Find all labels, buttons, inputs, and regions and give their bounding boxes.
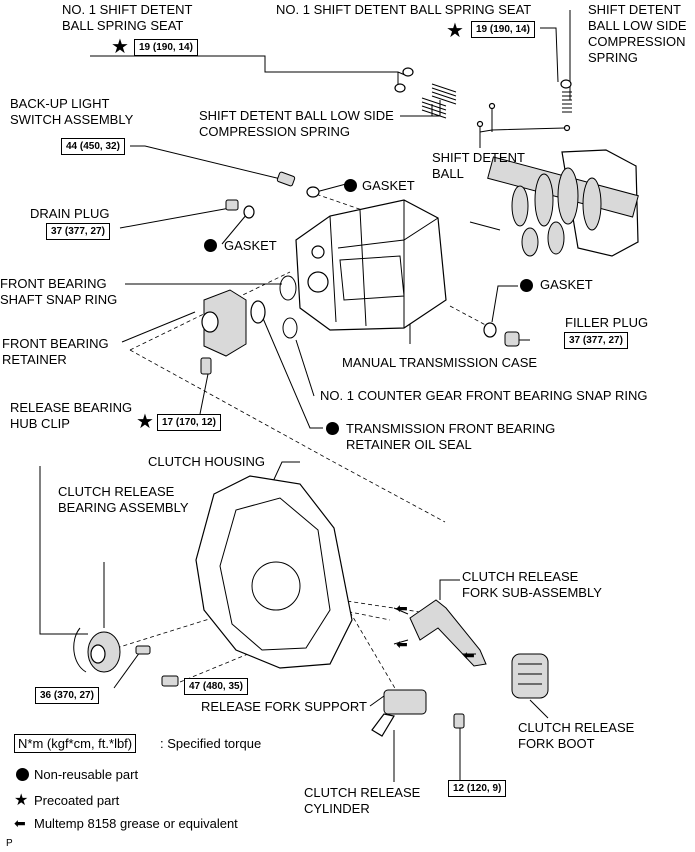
leader-boot <box>529 699 549 719</box>
torque-spring-seat-right: 19 (190, 14) <box>471 21 535 38</box>
legend-torque-box: N*m (kgf*cm, ft.*lbf) <box>14 734 137 753</box>
leader-retainer <box>121 311 196 343</box>
legend-dot-icon <box>16 768 29 781</box>
leader-gasket-2 <box>221 213 248 245</box>
filler-plug-part <box>483 322 520 347</box>
label-drain-plug: DRAIN PLUG <box>30 206 110 221</box>
leader-detent-ball-2 <box>479 127 566 133</box>
dash-upper-to-housing <box>129 349 446 523</box>
label-fork-boot: CLUTCH RELEASE FORK BOOT <box>518 720 635 751</box>
precoat-star-icon: ★ <box>446 20 464 42</box>
torque-filler-plug: 37 (377, 27) <box>564 332 628 349</box>
label-hub-clip: RELEASE BEARING HUB CLIP <box>10 400 133 431</box>
non-reusable-dot-icon <box>520 279 533 292</box>
leader-backup <box>130 145 286 181</box>
legend-non-reusable: Non-reusable part <box>34 767 139 782</box>
leader-retainer-torque <box>199 373 209 415</box>
clutch-housing-drawing <box>195 475 353 669</box>
legend-torque-desc: : Specified torque <box>160 736 262 751</box>
label-spring-seat-left: NO. 1 SHIFT DETENT BALL SPRING SEAT <box>62 2 193 33</box>
label-release-fork: CLUTCH RELEASE FORK SUB-ASSEMBLY <box>462 569 602 600</box>
grease-arrow-icon: ⬅ <box>463 647 475 663</box>
torque-drain-plug: 37 (377, 27) <box>46 223 110 240</box>
label-release-bearing: CLUTCH RELEASE BEARING ASSEMBLY <box>58 484 189 515</box>
torque-fork-support: 47 (480, 35) <box>184 678 248 695</box>
precoat-star-icon: ★ <box>136 411 154 433</box>
leader-fork <box>439 579 460 600</box>
label-detent-ball: SHIFT DETENT BALL <box>432 150 525 181</box>
corner-mark: P <box>6 838 13 849</box>
label-backup-light: BACK-UP LIGHT SWITCH ASSEMBLY <box>10 96 134 127</box>
label-oil-seal: TRANSMISSION FRONT BEARING RETAINER OIL … <box>346 421 556 452</box>
leader-gasket-3 <box>491 285 518 323</box>
label-clutch-housing: CLUTCH HOUSING <box>148 454 266 469</box>
torque-backup-light: 44 (450, 32) <box>61 138 125 155</box>
torque-release-cylinder: 12 (120, 9) <box>448 780 507 797</box>
transmission-case-drawing <box>295 199 447 331</box>
leader-hub-clip <box>39 466 88 635</box>
torque-bearing-bolt: 36 (370, 27) <box>35 687 99 704</box>
fork-boot-drawing <box>511 653 549 699</box>
non-reusable-dot-icon <box>326 422 339 435</box>
non-reusable-dot-icon <box>204 239 217 252</box>
label-filler-plug: FILLER PLUG <box>565 315 649 330</box>
backup-switch-part <box>276 171 320 198</box>
precoat-star-icon: ★ <box>111 36 129 58</box>
label-low-side-spring-mid: SHIFT DETENT BALL LOW SIDE COMPRESSION S… <box>199 108 394 139</box>
leader-counter-ring <box>295 339 315 397</box>
leader-low-side-mid <box>400 104 433 117</box>
label-release-cylinder: CLUTCH RELEASE CYLINDER <box>304 785 421 816</box>
non-reusable-dot-icon <box>344 179 357 192</box>
legend-arrow-icon: ⬅ <box>14 815 26 831</box>
dash-upper-left <box>129 271 291 351</box>
label-gasket-2: GASKET <box>224 238 277 253</box>
label-spring-seat-right: NO. 1 SHIFT DETENT BALL SPRING SEAT <box>276 2 532 17</box>
torque-retainer: 17 (170, 12) <box>157 414 221 431</box>
label-gasket-3: GASKET <box>540 277 593 292</box>
leader-fork-support <box>369 695 385 707</box>
label-front-snap-ring: FRONT BEARING SHAFT SNAP RING <box>0 276 118 307</box>
label-front-retainer: FRONT BEARING RETAINER <box>2 336 109 367</box>
legend-grease: Multemp 8158 grease or equivalent <box>34 816 238 831</box>
label-trans-case: MANUAL TRANSMISSION CASE <box>342 355 538 370</box>
snap-rings <box>250 275 298 339</box>
legend-star-icon: ★ <box>14 792 29 809</box>
leader-oil-seal <box>261 315 323 429</box>
leader-drain <box>119 207 231 229</box>
label-counter-ring: NO. 1 COUNTER GEAR FRONT BEARING SNAP RI… <box>320 388 648 403</box>
release-cylinder-drawing <box>371 689 465 737</box>
leader-bearing-bolt <box>113 651 141 689</box>
leader-gasket-1 <box>315 183 347 193</box>
leader-spring-seat-right <box>540 27 559 83</box>
release-fork-drawing <box>161 599 487 687</box>
grease-arrow-icon: ⬅ <box>396 600 408 616</box>
label-gasket-1: GASKET <box>362 178 415 193</box>
legend-precoated: Precoated part <box>34 793 120 808</box>
drain-plug-part <box>225 199 255 219</box>
gearset-drawing <box>469 149 639 257</box>
grease-arrow-icon: ⬅ <box>396 636 408 652</box>
leader-spring-seat-left <box>90 55 406 76</box>
label-low-side-spring-right: SHIFT DETENT BALL LOW SIDE COMPRESSION S… <box>588 2 687 65</box>
label-fork-support: RELEASE FORK SUPPORT <box>201 699 367 714</box>
front-retainer-drawing <box>200 289 247 375</box>
spring-seat-parts <box>394 67 572 132</box>
torque-spring-seat-left: 19 (190, 14) <box>134 39 198 56</box>
release-bearing-drawing <box>73 627 151 673</box>
dash-cylinder <box>349 611 397 691</box>
